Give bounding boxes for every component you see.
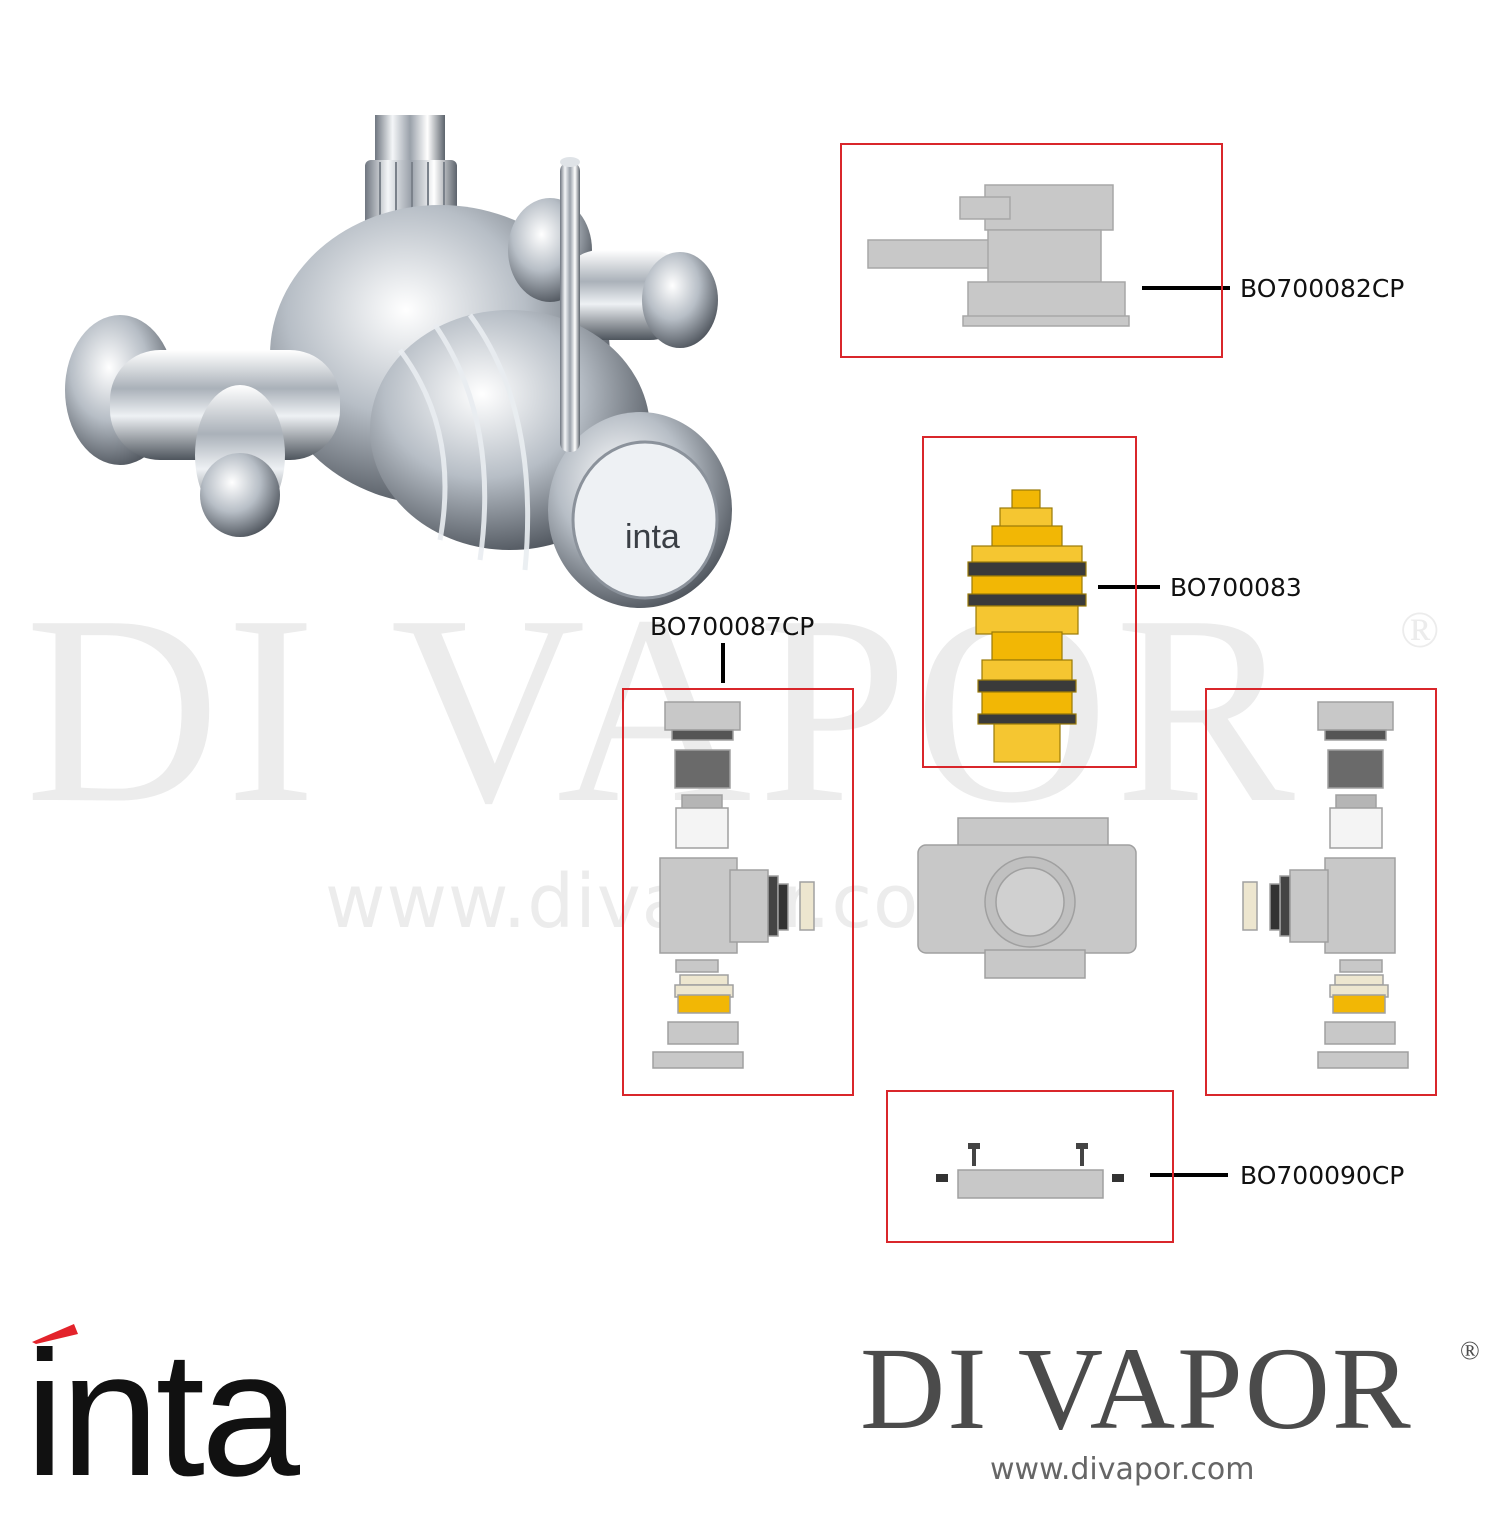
parts-diagram	[652, 184, 1409, 1199]
highlight-box-right-elbow	[1205, 688, 1437, 1096]
divapor-logo: DI VAPOR	[860, 1323, 1413, 1454]
part-label-bo700083: BO700083	[1170, 573, 1302, 602]
photo-engraving: inta	[625, 518, 680, 556]
divapor-registered-mark: ®	[1460, 1336, 1480, 1365]
thermostatic-cartridge-part	[967, 489, 1087, 763]
part-label-bo700087cp: BO700087CP	[650, 612, 815, 641]
inta-logo-accent-mark	[32, 1324, 78, 1344]
part-label-bo700082cp: BO700082CP	[1240, 274, 1405, 303]
wall-bracket-part	[936, 1143, 1124, 1199]
inta-logo: inta	[25, 1314, 300, 1513]
left-inlet-elbow-part	[652, 701, 815, 1069]
divapor-url: www.divapor.com	[990, 1452, 1255, 1487]
watermark-brand: DI VAPOR	[25, 560, 1301, 859]
watermark-url: www.divapor.com	[325, 859, 993, 945]
product-photo: inta	[65, 115, 732, 608]
highlight-box-bracket	[886, 1090, 1174, 1243]
highlight-box-cartridge	[922, 436, 1137, 768]
part-label-bo700090cp: BO700090CP	[1240, 1161, 1405, 1190]
highlight-box-handle	[840, 143, 1223, 358]
right-inlet-elbow-part	[1242, 701, 1409, 1069]
handle-assembly-part	[867, 184, 1130, 327]
valve-body-part	[917, 817, 1137, 979]
watermark-registered-mark: ®	[1400, 602, 1440, 659]
highlight-box-left-elbow	[622, 688, 854, 1096]
